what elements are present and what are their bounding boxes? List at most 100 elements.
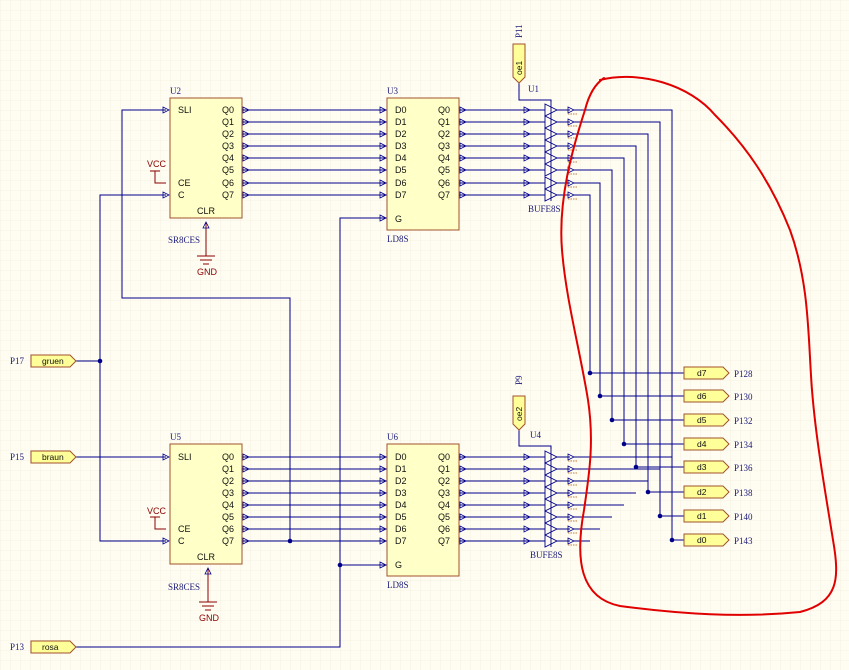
- pin-u4-out1: [567, 465, 575, 473]
- chip-u5-body: [169, 443, 243, 565]
- chip-u2[interactable]: U2 SR8CES SLI CE C CLR Q0 Q1 Q2 Q3 Q4 Q5…: [168, 86, 243, 245]
- output-port-d1-pin: P140: [734, 512, 753, 522]
- pin-u5-q6: [242, 525, 250, 533]
- chip-u3-pin-d3: D3: [395, 141, 407, 151]
- chip-u3-pin-d4: D4: [395, 153, 407, 163]
- port-p17[interactable]: P17 gruen: [10, 354, 77, 368]
- output-port-d3-pin: P136: [734, 463, 753, 473]
- pin-u1-in1: [523, 118, 531, 126]
- pin-u3-d1: [379, 118, 387, 126]
- net-top-2: [574, 133, 684, 493]
- port-p11-net: oe1: [514, 61, 524, 75]
- chip-u2-pin-q7: Q7: [222, 190, 234, 200]
- chip-u6[interactable]: U6 LD8S D0 D1 D2 D3 D4 D5 D6 D7 G Q0 Q1 …: [386, 432, 460, 590]
- junction-out-6: [657, 513, 663, 519]
- pin-u2-q1: [242, 118, 250, 126]
- vcc-symbol-u2: VCC: [147, 159, 167, 184]
- chip-u5-pin-q4: Q4: [222, 500, 234, 510]
- pin-u5-q5: [242, 513, 250, 521]
- junction-out-0: [587, 370, 593, 376]
- vcc-label-u5: VCC: [147, 506, 167, 516]
- net-top-3: [574, 145, 684, 468]
- output-port-d5[interactable]: d5 P132: [683, 413, 753, 427]
- chip-u6-type: LD8S: [387, 580, 409, 590]
- wire-u2-sli-chain: [121, 109, 291, 541]
- chip-u3[interactable]: U3 LD8S D0 D1 D2 D3 D4 D5 D6 D7 G Q0 Q1 …: [386, 86, 460, 244]
- pin-u3-d4: [379, 154, 387, 162]
- wire-oe2: [518, 430, 552, 449]
- output-port-d4-pin: P134: [734, 440, 753, 450]
- vcc-symbol-u5: VCC: [147, 506, 167, 530]
- port-p13[interactable]: P13 rosa: [10, 640, 77, 654]
- pin-u4-in0: [523, 453, 531, 461]
- pin-u5-q2: [242, 477, 250, 485]
- chip-u3-pin-q2: Q2: [438, 129, 450, 139]
- port-p17-net: gruen: [42, 356, 64, 366]
- port-p9[interactable]: P9 oe2: [512, 375, 526, 431]
- port-p11[interactable]: P11 oe1: [512, 24, 526, 84]
- output-port-d1[interactable]: d1 P140: [683, 509, 753, 523]
- pin-u1-out1: [567, 118, 575, 126]
- buffer-u4[interactable]: [544, 449, 578, 548]
- pin-u3-d7: [379, 191, 387, 199]
- chip-u3-pin-d0: D0: [395, 105, 407, 115]
- pin-u4-in4: [523, 501, 531, 509]
- pin-u4-out4: [567, 501, 575, 509]
- chip-u6-pin-d2: D2: [395, 476, 407, 486]
- pin-u6-d5: [379, 513, 387, 521]
- pin-u4-in3: [523, 489, 531, 497]
- chip-u5-type: SR8CES: [168, 582, 200, 592]
- pin-u6-q1: [459, 465, 467, 473]
- chip-u6-pin-d0: D0: [395, 452, 407, 462]
- chip-u5-pin-q5: Q5: [222, 512, 234, 522]
- junction-out-7: [669, 537, 675, 543]
- chip-u3-pin-q6: Q6: [438, 178, 450, 188]
- output-port-d2-pin: P138: [734, 488, 753, 498]
- annotation-freehand-loop: [560, 76, 838, 616]
- output-port-d0-pin: P143: [734, 536, 753, 546]
- chip-u2-body: [169, 97, 243, 219]
- pin-u3-q6: [459, 179, 467, 187]
- port-p15[interactable]: P15 braun: [10, 450, 77, 464]
- junction-rosa: [337, 562, 343, 568]
- pin-u3-d0: [379, 106, 387, 114]
- chip-u3-pin-d6: D6: [395, 178, 407, 188]
- output-port-d4[interactable]: d4 P134: [683, 437, 753, 451]
- chip-u5-pin-q6: Q6: [222, 524, 234, 534]
- chip-u2-pin-q0: Q0: [222, 105, 234, 115]
- net-top-1: [574, 121, 684, 517]
- buffer-u1[interactable]: [544, 102, 578, 202]
- chip-u5[interactable]: U5 SR8CES SLI CE C CLR Q0 Q1 Q2 Q3 Q4 Q5…: [168, 432, 243, 592]
- output-port-d0[interactable]: d0 P143: [683, 533, 753, 547]
- wires: [76, 83, 684, 648]
- pin-u3-d6: [379, 179, 387, 187]
- output-port-d7[interactable]: d7 P128: [683, 366, 753, 380]
- pin-u5-q7: [242, 537, 250, 545]
- output-port-d5-pin: P132: [734, 416, 753, 426]
- output-port-d6[interactable]: d6 P130: [683, 389, 753, 403]
- chip-u3-pin-d7: D7: [395, 190, 407, 200]
- chip-u5-pin-clr: CLR: [197, 552, 216, 562]
- buffer-u4-ref: U4: [530, 430, 541, 440]
- chip-u6-pin-g: G: [395, 560, 402, 570]
- port-p9-net: oe2: [514, 407, 524, 421]
- pin-u1-in0: [523, 106, 531, 114]
- output-port-d3[interactable]: d3 P136: [683, 460, 753, 474]
- port-p11-pin: P11: [514, 24, 524, 38]
- chip-u3-pin-q1: Q1: [438, 117, 450, 127]
- net-top-6: [574, 182, 684, 397]
- output-port-d2[interactable]: d2 P138: [683, 485, 753, 499]
- junction-out-3: [621, 441, 627, 447]
- chip-u3-pin-q3: Q3: [438, 141, 450, 151]
- chip-u2-pin-q6: Q6: [222, 178, 234, 188]
- output-port-d2-net: d2: [697, 487, 707, 497]
- pin-u3-q2: [459, 130, 467, 138]
- chip-u6-pin-q3: Q3: [438, 488, 450, 498]
- chip-u3-body: [386, 97, 460, 231]
- buffer-u1-ref: U1: [528, 84, 539, 94]
- pin-u4-out3: [567, 489, 575, 497]
- pin-u6-d3: [379, 489, 387, 497]
- chip-u3-ref: U3: [387, 86, 398, 96]
- port-p15-net: braun: [42, 452, 64, 462]
- pin-u1-out0: [567, 106, 575, 114]
